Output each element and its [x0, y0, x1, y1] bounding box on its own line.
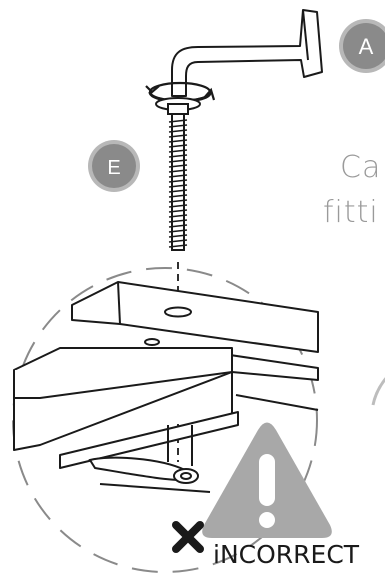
incorrect-label: iNCORRECT: [213, 540, 359, 569]
incorrect-cross-icon: [176, 525, 200, 549]
warning-triangle-icon: [202, 423, 332, 539]
next-step-arc: [373, 365, 385, 405]
badge-e-letter: E: [107, 157, 120, 179]
screw-icon: [156, 98, 200, 250]
badge-e: E: [88, 140, 140, 192]
badge-a: A: [339, 19, 385, 73]
caption-line-1: Ca: [340, 150, 381, 185]
front-arm: [14, 339, 238, 468]
badge-a-letter: A: [359, 34, 374, 59]
caption-line-2: fitti: [323, 195, 379, 230]
